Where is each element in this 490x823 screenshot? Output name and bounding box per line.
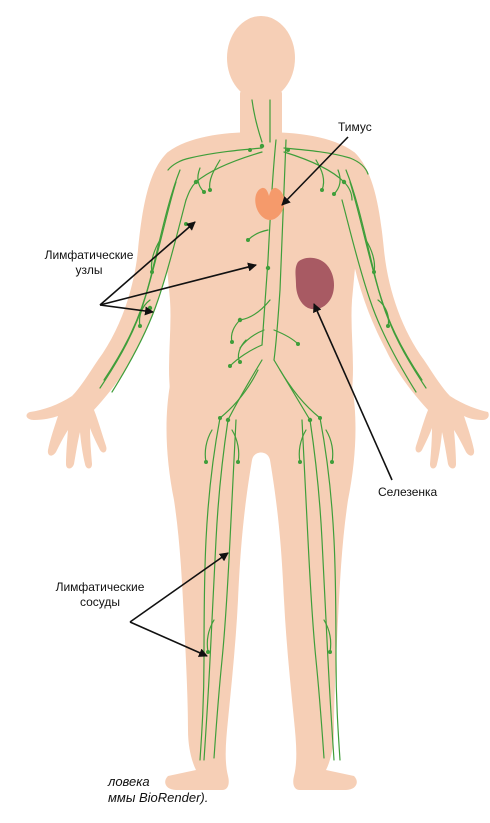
neck [240, 88, 282, 138]
caption-line2: ммы BioRender). [108, 790, 208, 806]
caption-line1: ловека [108, 774, 208, 790]
label-lymph-nodes-line1: Лимфатические [14, 248, 164, 263]
label-thymus: Тимус [338, 120, 372, 135]
figure-caption: ловека ммы BioRender). [108, 774, 208, 806]
label-lymph-nodes-line2: узлы [14, 263, 164, 278]
body-silhouette [27, 16, 489, 790]
label-lymph-vessels-line1: Лимфатические [40, 580, 160, 595]
label-lymph-vessels-line2: сосуды [40, 595, 160, 610]
label-lymph-vessels: Лимфатические сосуды [40, 580, 160, 610]
label-spleen: Селезенка [378, 485, 437, 500]
legs [165, 385, 357, 790]
right-arm [350, 152, 450, 412]
label-lymph-nodes: Лимфатические узлы [14, 248, 164, 278]
torso [157, 132, 366, 390]
head [227, 16, 295, 100]
left-arm [72, 152, 172, 412]
